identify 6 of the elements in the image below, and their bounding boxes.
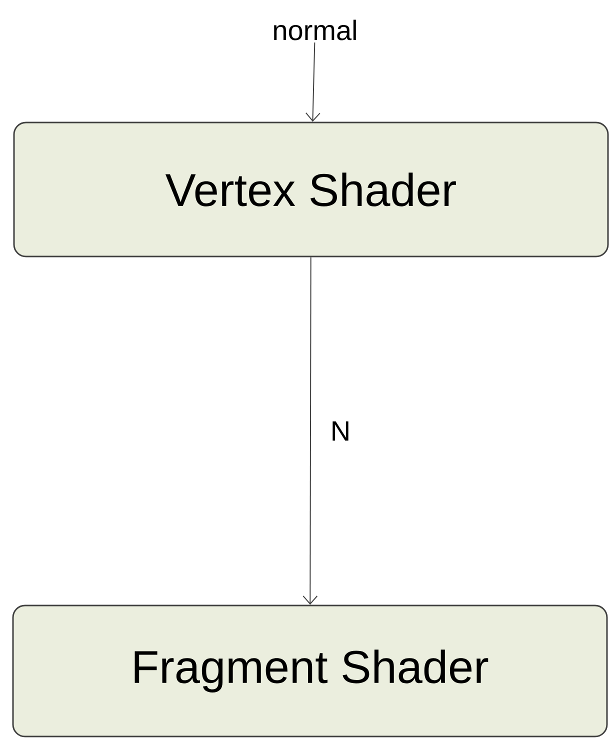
- process-box: Vertex Shader: [13, 122, 609, 258]
- input-label: normal: [274, 20, 356, 40]
- arrow: [302, 256, 318, 605]
- process-box: Fragment Shader: [12, 604, 608, 738]
- arrow: [305, 42, 320, 122]
- edge-label: N: [328, 419, 353, 443]
